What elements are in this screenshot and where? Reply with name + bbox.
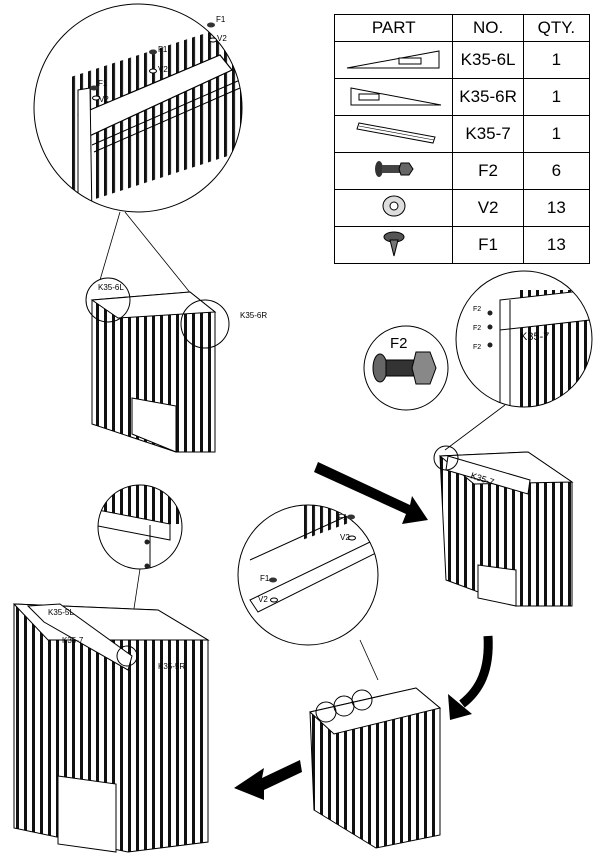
k35-5r-label: K35-5R <box>158 662 185 671</box>
screw-icon <box>269 577 277 583</box>
f1-label: F1 <box>158 45 168 54</box>
f2-label: F2 <box>473 306 481 313</box>
washer-icon <box>348 535 356 541</box>
part-qty: 1 <box>522 41 591 79</box>
header-part: PART <box>333 14 454 42</box>
arrow-icon <box>234 760 302 800</box>
table-row: K35-6L 1 <box>333 41 591 79</box>
bar-strip-icon <box>333 115 454 153</box>
washer-icon <box>149 68 157 74</box>
v2-label: V2 <box>340 533 350 542</box>
washer-icon <box>333 189 454 227</box>
detail-circle-middle: F1 V2 F1 V2 <box>237 504 379 681</box>
k35-5l-label: K35-5L <box>48 608 74 617</box>
parts-table-header: PART NO. QTY. <box>333 14 591 42</box>
part-no: K35-6L <box>452 41 524 79</box>
table-row: F2 6 <box>333 152 591 190</box>
part-no: K35-6R <box>452 78 524 116</box>
v2-label: V2 <box>99 95 109 104</box>
f1-label: F1 <box>260 574 270 583</box>
screw-icon <box>90 85 98 91</box>
table-row: K35-7 1 <box>333 115 591 153</box>
screw-icon <box>333 226 454 264</box>
k35-6r-label: K35-6R <box>240 311 267 320</box>
detail-circle-right: F2 F2 F2 K35-7 <box>444 270 593 451</box>
table-row: F1 13 <box>333 226 591 264</box>
arrow-icon <box>314 462 428 524</box>
v2-label: V2 <box>158 65 168 74</box>
screw-icon <box>347 514 355 520</box>
bolt-icon <box>487 324 493 330</box>
washer-icon <box>209 37 217 43</box>
f1-label: F1 <box>338 513 348 522</box>
bolt-icon <box>144 563 150 569</box>
part-no: V2 <box>452 189 524 227</box>
shed-step-3 <box>308 687 442 849</box>
f2-label: F2 <box>473 325 481 332</box>
detail-circle-left <box>97 484 183 649</box>
shed-step-2: K35-7 <box>433 445 574 607</box>
f2-label: F2 <box>390 335 408 352</box>
f1-label: F1 <box>216 15 226 24</box>
k35-7-label: K35-7 <box>62 636 84 645</box>
left-triangle-panel-icon <box>333 41 454 79</box>
f2-bolt-closeup: F2 <box>363 325 449 411</box>
bolt-icon <box>487 310 493 316</box>
shed-step-4: K35-5L K35-7 K35-5R <box>12 603 210 853</box>
v2-label: V2 <box>217 34 227 43</box>
washer-icon <box>270 597 278 603</box>
screw-icon <box>149 49 157 55</box>
washer-icon <box>92 95 100 101</box>
shed-step-1: K35-6L K35-6R <box>85 277 267 453</box>
bolt-icon <box>487 342 493 348</box>
curved-arrow-icon <box>448 635 493 720</box>
table-row: V2 13 <box>333 189 591 227</box>
parts-table: PART NO. QTY. K35-6L 1 K35-6R 1 K35-7 1 … <box>333 14 591 264</box>
k35-6l-label: K35-6L <box>98 283 124 292</box>
part-no: F1 <box>452 226 524 264</box>
screw-icon <box>207 22 215 28</box>
bolt-icon <box>144 539 150 545</box>
header-no: NO. <box>452 14 524 42</box>
detail-circle-top: F1 V2 F1 V2 F1 V2 <box>33 3 243 301</box>
k35-7-label: K35-7 <box>520 331 549 343</box>
v2-label: V2 <box>258 595 268 604</box>
bolt-nut-icon <box>333 152 454 190</box>
f1-label: F1 <box>98 79 108 88</box>
part-qty: 6 <box>522 152 591 190</box>
f2-label: F2 <box>473 344 481 351</box>
part-qty: 13 <box>522 226 591 264</box>
